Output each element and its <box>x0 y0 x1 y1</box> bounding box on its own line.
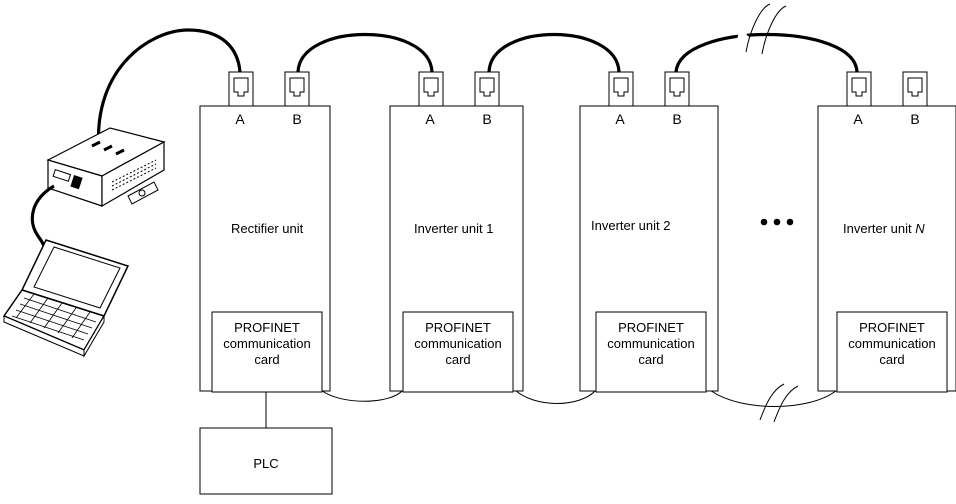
inverter-unit-3: A B Inverter unit N PROFINETcommunicationca… <box>817 71 956 393</box>
port-a[interactable] <box>228 71 254 107</box>
cable-pc-to-rectifier-a <box>96 28 242 161</box>
rj45-port-icon <box>907 77 923 97</box>
laptop-icon <box>2 239 130 358</box>
port-a[interactable] <box>846 71 872 107</box>
profinet-link-2 <box>514 389 597 404</box>
port-a[interactable] <box>418 71 444 107</box>
port-b[interactable] <box>284 71 310 107</box>
rj45-port-icon <box>613 77 629 97</box>
inverter-unit-1: A B Inverter unit 1 PROFINETcommunicationca… <box>389 71 524 393</box>
cable-inv2-b-to-invn-a <box>674 33 859 73</box>
adapter-box-icon <box>46 127 166 208</box>
rj45-port-icon <box>669 77 685 97</box>
port-b-label: B <box>672 111 681 127</box>
card-label-line: card <box>445 352 470 367</box>
port-b[interactable] <box>902 71 928 107</box>
rj45-port-icon <box>289 77 305 97</box>
ellipsis-icon <box>760 218 794 226</box>
unit-label: Inverter unit N <box>843 221 925 236</box>
card-label-line: communication <box>848 336 935 351</box>
card-label-line: card <box>254 352 279 367</box>
port-b-label: B <box>292 111 301 127</box>
plc-label: PLC <box>253 456 278 471</box>
profinet-link-3 <box>709 389 838 407</box>
card-label-line: PROFINET <box>618 320 684 335</box>
rj45-port-icon <box>233 77 249 97</box>
port-a[interactable] <box>608 71 634 107</box>
card-label-line: communication <box>223 336 310 351</box>
port-a-label: A <box>853 111 863 127</box>
card-label-line: card <box>638 352 663 367</box>
port-a-label: A <box>425 111 435 127</box>
card-label-line: card <box>879 352 904 367</box>
rectifier-unit: A B Rectifier unitPROFINETcommunicationcar… <box>199 71 331 393</box>
port-a-label: A <box>235 111 245 127</box>
cable-break-icon <box>759 383 799 423</box>
cable-break-icon <box>729 2 787 60</box>
card-label-line: PROFINET <box>859 320 925 335</box>
rj45-port-icon <box>851 77 867 97</box>
port-b-label: B <box>482 111 491 127</box>
unit-label: Inverter unit 2 <box>591 218 671 233</box>
port-a-label: A <box>615 111 625 127</box>
cable-rectifier-b-to-inv1-a <box>296 32 434 73</box>
plc-block: PLC <box>199 427 333 495</box>
unit-label: Rectifier unit <box>231 221 304 236</box>
card-label-line: communication <box>607 336 694 351</box>
port-b[interactable] <box>474 71 500 107</box>
cable-inv1-b-to-inv2-a <box>487 32 621 73</box>
port-b-label: B <box>910 111 919 127</box>
card-label-line: communication <box>414 336 501 351</box>
rj45-port-icon <box>423 77 439 97</box>
inverter-unit-2: A B Inverter unit 2 PROFINETcommunicationca… <box>579 71 719 393</box>
rj45-port-icon <box>479 77 495 97</box>
unit-label: Inverter unit 1 <box>414 221 494 236</box>
card-label-line: PROFINET <box>234 320 300 335</box>
profinet-link-1 <box>320 389 404 402</box>
card-label-line: PROFINET <box>425 320 491 335</box>
port-b[interactable] <box>664 71 690 107</box>
